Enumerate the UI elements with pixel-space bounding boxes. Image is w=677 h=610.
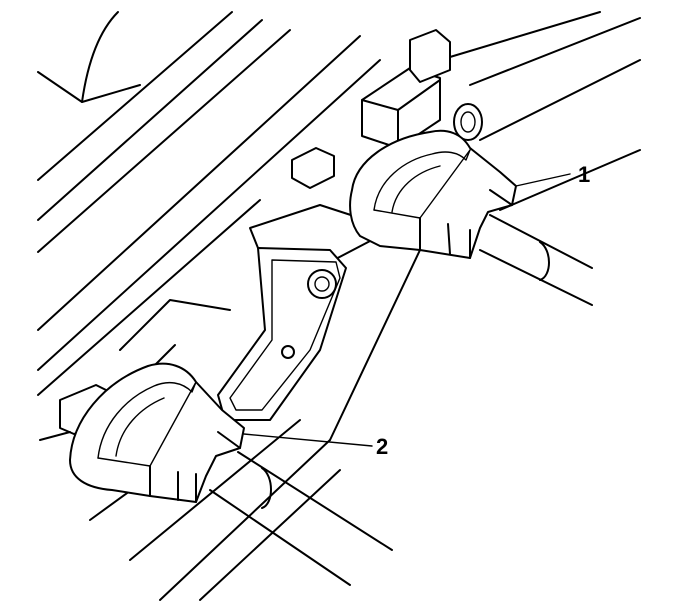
upper-panel-edge [37,11,141,103]
callout-2-label: 2 [376,434,388,459]
cable-end-fitting-1 [349,129,517,259]
pivot-bolt-icon [307,269,337,299]
lever-hole-icon [281,345,295,359]
rail-lines-right [89,11,641,601]
cable-2 [209,451,393,586]
cable-mount-ring [453,103,483,141]
cable-end-fitting-2 [69,362,245,503]
cable-1 [479,214,593,306]
leader-line-1 [515,173,571,187]
callout-1-label: 1 [578,162,590,187]
leader-line-2 [243,433,373,447]
lever-plate [217,204,373,421]
upper-bracket [291,29,451,189]
rail-lines-left [37,11,381,396]
